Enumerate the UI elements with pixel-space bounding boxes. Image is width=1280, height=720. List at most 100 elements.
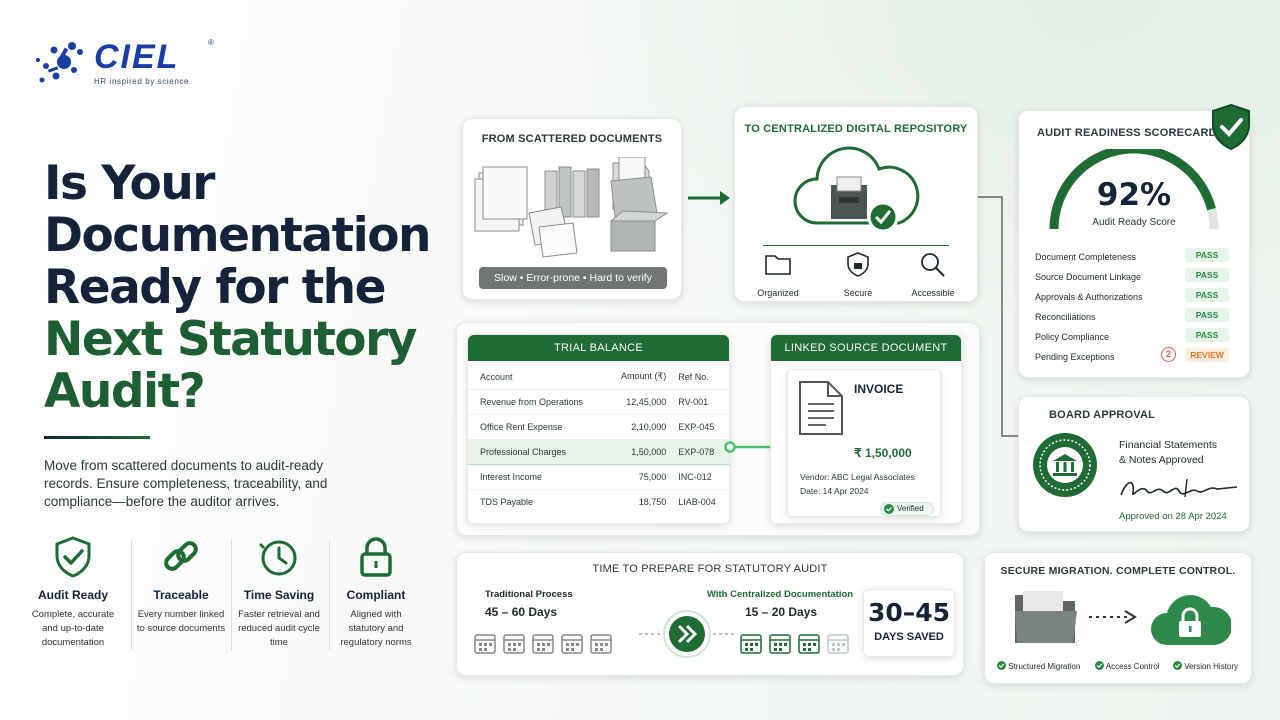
- card-title: AUDIT READINESS SCORECARD: [1037, 127, 1217, 139]
- check-circle-icon: [1095, 661, 1104, 670]
- migration-item-label: Access Control: [1105, 662, 1160, 671]
- repo-item-label: Accessible: [911, 288, 955, 298]
- headline-line-green: Audit?: [44, 364, 206, 419]
- row-label: Reconciliations: [1035, 312, 1096, 322]
- padlock-icon: [360, 537, 392, 577]
- migration-item: Version History: [1173, 661, 1238, 671]
- folder-icon: [765, 255, 791, 275]
- cell-ref: RV-001: [672, 389, 729, 415]
- approval-date: Approved on 28 Apr 2024: [1119, 511, 1227, 522]
- exception-count-badge: 2: [1161, 347, 1176, 362]
- cell-amount: 75,000: [606, 464, 673, 490]
- migration-item-label: Version History: [1184, 662, 1239, 671]
- signature-icon: [1120, 478, 1238, 498]
- divider: [131, 540, 132, 650]
- scorecard-row: Document Completeness PASS: [1035, 247, 1235, 267]
- cell-amount: 2,10,000: [606, 414, 673, 440]
- card-title: FROM SCATTERED DOCUMENTS: [481, 133, 663, 145]
- card-title: TIME TO PREPARE FOR STATUTORY AUDIT: [592, 563, 828, 575]
- card-title: TO CENTRALIZED DIGITAL REPOSITORY: [744, 123, 968, 135]
- status-badge: PASS: [1185, 328, 1229, 342]
- cell-account: TDS Payable: [480, 496, 534, 507]
- card-title: BOARD APPROVAL: [1049, 409, 1156, 421]
- migration-item-label: Structured Migration: [1008, 662, 1081, 671]
- arrow-right-icon: [688, 191, 730, 205]
- repository-card: TO CENTRALIZED DIGITAL REPOSITORY Organi…: [734, 106, 978, 302]
- linked-document-card: LINKED SOURCE DOCUMENT INVOICE ₹ 1,50,00…: [770, 334, 962, 524]
- feature-desc: Complete, accurate and up-to-date docume…: [31, 609, 115, 648]
- brand-logo: CIEL ® HR inspired by science: [34, 36, 224, 92]
- cell-amount: 12,45,000: [606, 389, 673, 415]
- shield-check-icon: [55, 536, 91, 578]
- verified-badge: Verified: [880, 502, 934, 516]
- repository-features: Organized Secure Accessible: [755, 247, 959, 298]
- time-comparison-card: TIME TO PREPARE FOR STATUTORY AUDIT Trad…: [456, 552, 964, 676]
- days-saved-number: 30–45: [867, 598, 951, 627]
- calendar-icon: [561, 634, 583, 654]
- headline-line: Is Your: [44, 156, 215, 211]
- repo-item-label: Secure: [843, 288, 873, 298]
- score-label: Audit Ready Score: [1092, 217, 1176, 228]
- row-label: Source Document Linkage: [1035, 272, 1142, 282]
- days-saved-label: DAYS SAVED: [874, 631, 944, 643]
- row-label: Document Completeness: [1035, 252, 1137, 262]
- repo-item-label: Organized: [757, 288, 799, 298]
- centralized-calendars: [739, 631, 859, 660]
- headline-line: Documentation: [44, 208, 431, 263]
- status-badge: PASS: [1185, 288, 1229, 302]
- check-circle-icon: [997, 661, 1006, 670]
- connector-line: [978, 196, 1020, 437]
- score-value: 92%: [1096, 177, 1172, 213]
- headline-underline: [44, 436, 150, 439]
- divider: [231, 540, 232, 650]
- audit-scorecard-card: AUDIT READINESS SCORECARD 92% Audit Read…: [1018, 103, 1250, 378]
- shield-check-icon: [1212, 103, 1250, 151]
- column-header: Ref No.: [672, 365, 729, 390]
- invoice-vendor: Vendor: ABC Legal Associates: [800, 472, 915, 482]
- feature-desc: Aligned with statutory and regulatory no…: [340, 609, 412, 648]
- column-header: Account: [468, 365, 607, 390]
- cell-ref: LIAB-004: [678, 496, 716, 507]
- check-circle-icon: [1173, 661, 1182, 670]
- cell-amount: 18,750: [638, 496, 667, 507]
- brand-name: CIEL: [94, 38, 180, 76]
- traditional-label: Traditional Process: [485, 589, 573, 600]
- cell-ref: EXP-078: [672, 438, 729, 465]
- card-title: SECURE MIGRATION. COMPLETE CONTROL.: [1000, 565, 1236, 577]
- status-badge: PASS: [1185, 248, 1229, 262]
- traditional-calendars: [473, 631, 633, 660]
- chain-link-icon: [164, 541, 198, 571]
- cell-ref: INC-012: [672, 464, 729, 490]
- card-title: TRIAL BALANCE: [468, 335, 729, 361]
- cloud-archive-icon: [793, 146, 920, 233]
- calendar-icon: [532, 634, 554, 654]
- repo-item-organized: Organized: [755, 251, 801, 298]
- status-badge: REVIEW: [1185, 348, 1229, 362]
- fast-forward-icon: [639, 610, 735, 658]
- intro-text: Move from scattered documents to audit-r…: [44, 458, 328, 509]
- cell-ref: EXP-045: [672, 414, 729, 440]
- approval-line: Financial Statements: [1119, 439, 1218, 451]
- board-approval-card: BOARD APPROVAL Financial Statements & No…: [1018, 396, 1250, 532]
- invoice-date: Date: 14 Apr 2024: [800, 486, 869, 496]
- clock-icon: [258, 540, 297, 576]
- secure-migration-card: SECURE MIGRATION. COMPLETE CONTROL. Stru…: [984, 552, 1252, 684]
- brand-tagline: HR inspired by science: [94, 77, 190, 86]
- migration-item: Structured Migration: [997, 661, 1080, 671]
- headline: Is Your Documentation Ready for the Next…: [44, 156, 431, 419]
- feature-desc: Faster retrieval and reduced audit cycle…: [238, 609, 320, 648]
- repo-item-accessible: Accessible: [907, 251, 959, 298]
- scattered-caption: Slow • Error-prone • Hard to verify: [479, 267, 667, 289]
- invoice-preview: INVOICE ₹ 1,50,000 Vendor: ABC Legal Ass…: [787, 369, 941, 517]
- feature-title: Compliant: [346, 588, 406, 602]
- scattered-documents-illustration: [474, 157, 669, 258]
- divider: [329, 540, 330, 650]
- check-circle-icon: [884, 504, 894, 514]
